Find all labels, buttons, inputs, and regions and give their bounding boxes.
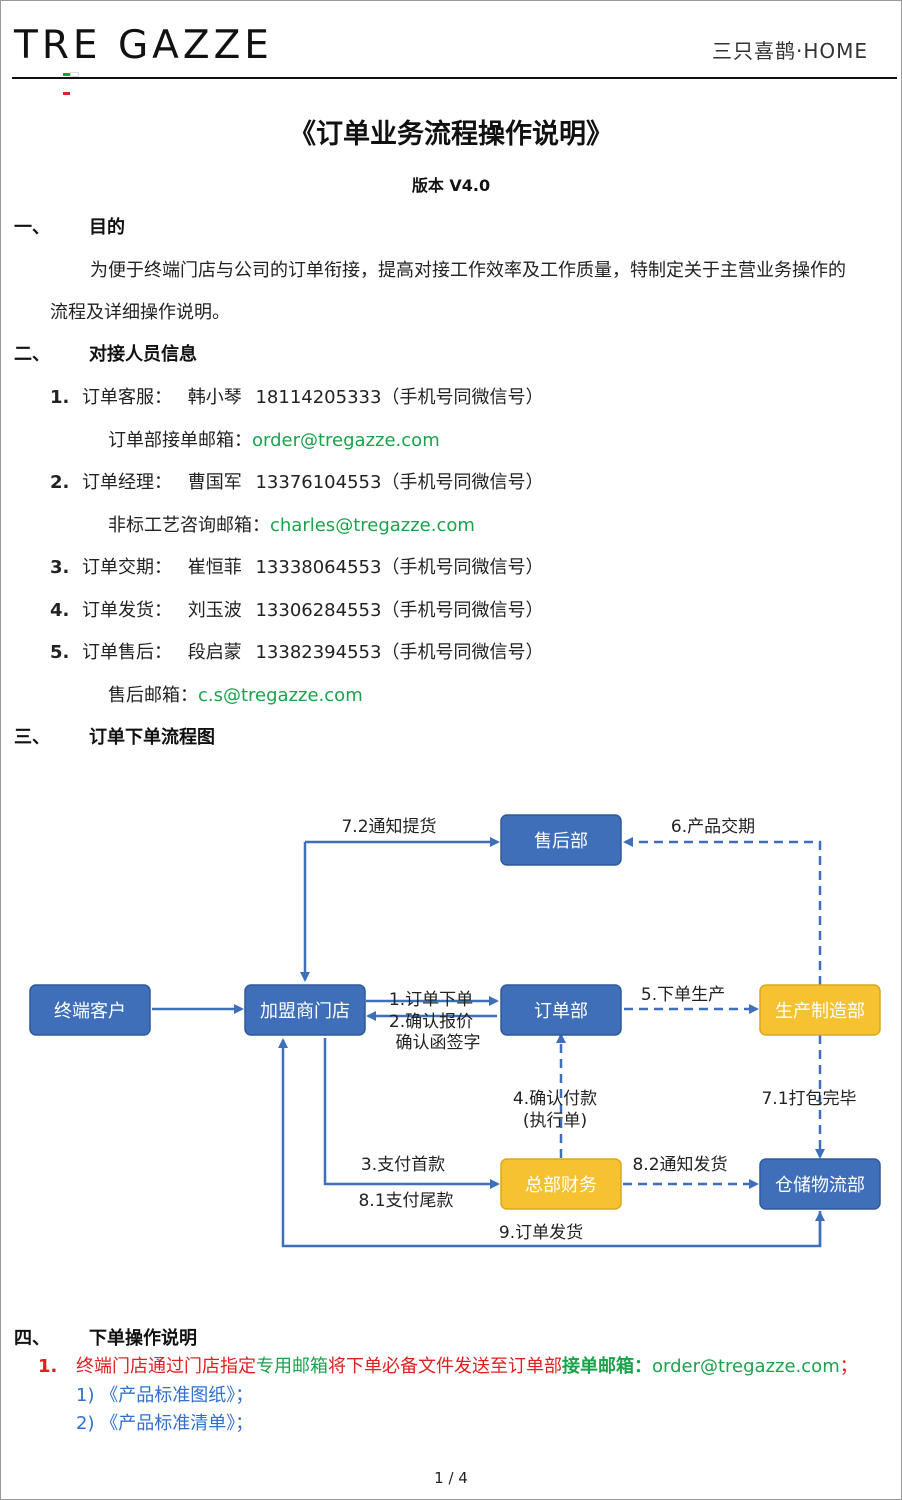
contact-phone: 18114205333（手机号同微信号）	[255, 387, 544, 408]
arrow-3-8-1	[323, 1038, 500, 1189]
purpose-text-line2: 流程及详细操作说明。	[50, 302, 230, 323]
contact-number: 5.	[50, 642, 70, 663]
arrow-9	[278, 1038, 822, 1248]
logo-flag-stripe	[63, 61, 86, 95]
section-title: 对接人员信息	[89, 344, 197, 365]
contact-role: 订单售后：	[82, 642, 172, 663]
node-label-aftersales: 售后部	[534, 831, 588, 852]
contact-phone: 13376104553（手机号同微信号）	[255, 472, 544, 493]
header-divider	[12, 77, 897, 79]
contact-number: 2.	[50, 472, 70, 493]
edge-label-2a: 2.确认报价	[389, 1012, 473, 1032]
node-label-store: 加盟商门店	[260, 1001, 350, 1022]
email-label: 售后邮箱：	[108, 685, 198, 706]
email-link[interactable]: order@tregazze.com	[252, 430, 440, 451]
node-aftersales: 售后部	[500, 814, 622, 866]
email-link[interactable]: order@tregazze.com	[652, 1356, 840, 1377]
section-number: 一、	[14, 217, 50, 238]
step-text-highlight: 接单邮箱：	[562, 1356, 652, 1377]
contact-email-row: 非标工艺咨询邮箱：charles@tregazze.com	[108, 511, 475, 537]
edge-label-2b: 确认函签字	[396, 1033, 481, 1053]
email-label: 非标工艺咨询邮箱：	[108, 515, 270, 536]
page-number: 1 / 4	[434, 1469, 468, 1487]
contact-email-row: 订单部接单邮箱：order@tregazze.com	[108, 426, 440, 452]
node-order-dept: 订单部	[500, 984, 622, 1036]
node-label-customer: 终端客户	[54, 1001, 126, 1022]
contact-item: 4. 订单发货： 刘玉波 13306284553（手机号同微信号）	[50, 596, 543, 622]
contact-role: 订单交期：	[82, 557, 172, 578]
contact-name: 段启蒙	[187, 642, 242, 663]
contact-phone: 13338064553（手机号同微信号）	[255, 557, 544, 578]
edge-label-3: 3.支付首款	[361, 1155, 445, 1175]
node-customer: 终端客户	[29, 984, 151, 1036]
instruction-subitem: 1) 《产品标准图纸》；	[76, 1385, 254, 1406]
contact-role: 订单客服：	[82, 387, 172, 408]
edge-label-7-1: 7.1打包完毕	[761, 1089, 856, 1109]
step-number: 1.	[38, 1356, 58, 1377]
edge-label-8-2: 8.2通知发货	[632, 1155, 727, 1175]
node-label-finance: 总部财务	[525, 1175, 597, 1196]
contact-number: 3.	[50, 557, 70, 578]
contact-name: 刘玉波	[187, 600, 242, 621]
contact-email-row: 售后邮箱：c.s@tregazze.com	[108, 681, 363, 707]
contact-name: 韩小琴	[187, 387, 242, 408]
email-link[interactable]: charles@tregazze.com	[270, 515, 475, 536]
document-title: 《订单业务流程操作说明》	[289, 119, 613, 150]
contact-item: 3. 订单交期： 崔恒菲 13338064553（手机号同微信号）	[50, 553, 543, 579]
edge-label-8-1: 8.1支付尾款	[358, 1191, 453, 1211]
contact-item: 2. 订单经理： 曹国军 13376104553（手机号同微信号）	[50, 468, 543, 494]
purpose-text-line1: 为便于终端门店与公司的订单衔接，提高对接工作效率及工作质量，特制定关于主营业务操…	[90, 260, 846, 281]
section-heading-2: 二、 对接人员信息	[14, 340, 197, 366]
instruction-step-1: 1. 终端门店通过门店指定专用邮箱将下单必备文件发送至订单部接单邮箱：order@…	[38, 1352, 858, 1378]
contact-name: 曹国军	[187, 472, 242, 493]
brand-logo: TRE GAZZE	[14, 23, 273, 68]
edge-label-5: 5.下单生产	[641, 985, 725, 1005]
section-heading-4: 四、 下单操作说明	[14, 1324, 197, 1350]
contact-phone: 13382394553（手机号同微信号）	[255, 642, 544, 663]
edge-label-1: 1.订单下单	[389, 990, 473, 1010]
email-link[interactable]: c.s@tregazze.com	[198, 685, 363, 706]
step-text-highlight: 专用邮箱	[256, 1356, 328, 1377]
document-version: 版本 V4.0	[411, 176, 491, 195]
instruction-subitem: 2) 《产品标准清单》；	[76, 1413, 254, 1434]
brand-subtitle: 三只喜鹊·HOME	[711, 39, 868, 63]
node-production: 生产制造部	[759, 984, 881, 1036]
section-heading-3: 三、 订单下单流程图	[14, 723, 215, 749]
contact-number: 4.	[50, 600, 70, 621]
contact-role: 订单经理：	[82, 472, 172, 493]
edge-label-6: 6.产品交期	[671, 817, 755, 837]
section-title: 订单下单流程图	[89, 727, 215, 748]
contact-role: 订单发货：	[82, 600, 172, 621]
node-finance: 总部财务	[500, 1158, 622, 1210]
contact-number: 1.	[50, 387, 70, 408]
step-text: ；	[839, 1356, 858, 1377]
node-store: 加盟商门店	[244, 984, 366, 1036]
step-text: 将下单必备文件发送至订单部	[328, 1356, 562, 1377]
edge-label-9: 9.订单发货	[499, 1223, 583, 1243]
edge-label-4a: 4.确认付款	[513, 1089, 597, 1109]
section-number: 二、	[14, 344, 50, 365]
contact-item: 5. 订单售后： 段启蒙 13382394553（手机号同微信号）	[50, 638, 543, 664]
section-number: 三、	[14, 727, 50, 748]
edge-label-4b: (执行单)	[523, 1111, 587, 1131]
contact-name: 崔恒菲	[187, 557, 242, 578]
order-flowchart: 售后部 终端客户 加盟商门店 订单部 生产制造部 总部财务 仓储物流部 7.2通…	[29, 814, 881, 1248]
section-title: 目的	[89, 217, 125, 238]
section-number: 四、	[14, 1328, 50, 1349]
email-label: 订单部接单邮箱：	[108, 430, 252, 451]
node-label-production: 生产制造部	[775, 1001, 865, 1022]
section-title: 下单操作说明	[89, 1328, 197, 1349]
node-label-warehouse: 仓储物流部	[775, 1175, 865, 1196]
node-warehouse: 仓储物流部	[759, 1158, 881, 1210]
step-text: 终端门店通过门店指定	[76, 1356, 256, 1377]
edge-label-7-2: 7.2通知提货	[341, 817, 436, 837]
node-label-order-dept: 订单部	[534, 1001, 588, 1022]
contact-item: 1. 订单客服： 韩小琴 18114205333（手机号同微信号）	[50, 383, 543, 409]
contact-phone: 13306284553（手机号同微信号）	[255, 600, 544, 621]
arrow-6	[623, 837, 822, 985]
section-heading-1: 一、 目的	[14, 213, 125, 239]
